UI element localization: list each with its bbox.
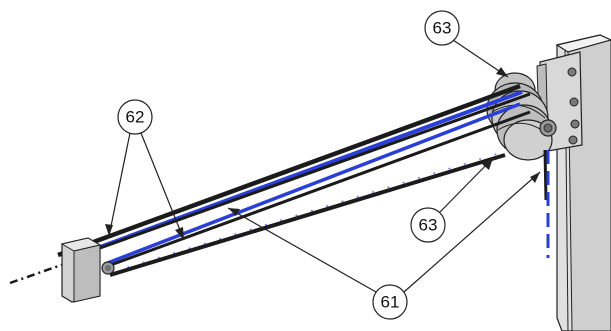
callout-61-leader-2 — [403, 171, 541, 293]
callout-61-arrow-1 — [228, 208, 240, 216]
cable-leader-left — [9, 260, 71, 285]
cable-hanging-black — [543, 149, 548, 201]
callout-63-mid-label: 63 — [419, 216, 438, 235]
callout-63-mid: 63 — [410, 157, 494, 243]
cable-blue-2 — [104, 102, 521, 266]
cable-black-4 — [109, 153, 506, 277]
callout-62-arrow-1 — [105, 224, 113, 236]
callout-61-label: 61 — [381, 293, 400, 312]
callout-62: 62 — [105, 99, 185, 241]
left-end-bracket — [60, 237, 115, 303]
callout-63-top-label: 63 — [433, 19, 452, 38]
callout-62-leader-1 — [108, 132, 131, 237]
callout-62-label: 62 — [126, 108, 145, 127]
callout-62-leader-2 — [140, 132, 185, 241]
cable-black-2 — [99, 92, 531, 250]
callout-63-top-arrow — [496, 67, 508, 77]
cable-blue-lower — [111, 149, 511, 273]
callout-63-mid-leader — [439, 157, 494, 213]
callout-61-arrow-2 — [530, 172, 540, 183]
cable-black-1 — [57, 83, 521, 258]
callout-61: 61 — [227, 171, 541, 320]
callout-62-arrow-2 — [175, 227, 184, 240]
callout-63-mid-arrow — [482, 158, 493, 170]
callout-63-top: 63 — [424, 10, 509, 78]
callout-61-leader-1 — [227, 207, 377, 293]
cable-set — [9, 83, 550, 285]
cable-black-3 — [107, 110, 531, 268]
